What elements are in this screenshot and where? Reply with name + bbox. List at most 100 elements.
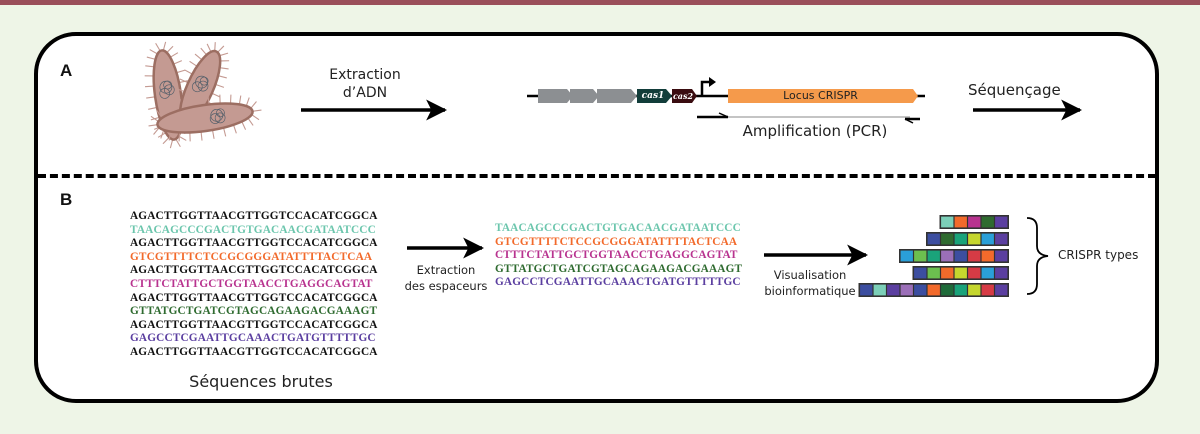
repeat-sequence: AGACTTGGTTAACGTTGGTCCACATCGGCA [130, 210, 378, 222]
gene-arrow-1 [538, 89, 573, 103]
crispr-cas-locus [527, 77, 925, 124]
cilium [169, 139, 174, 149]
amplification-label: Amplification (PCR) [742, 122, 888, 140]
repeat-sequence: AGACTTGGTTAACGTTGGTCCACATCGGCA [130, 264, 378, 277]
spacer-block [900, 284, 913, 296]
spacer-block [981, 216, 994, 228]
spacer-block [968, 284, 981, 296]
dna-extraction-line-1: Extraction [329, 67, 401, 83]
cilium [207, 95, 210, 105]
cilium [153, 127, 160, 135]
cilium [173, 102, 178, 112]
cilium [250, 101, 257, 109]
spacer-block [968, 233, 981, 245]
crispr-locus-bar [728, 89, 918, 103]
visualisation-line-1: Visualisation [773, 268, 847, 282]
cilium [175, 138, 181, 148]
cilium [238, 95, 242, 105]
spacer-block [941, 267, 954, 279]
cilium [214, 42, 216, 52]
cilium [223, 127, 227, 137]
cilium [144, 85, 155, 88]
spacer-sequence: GTTATGCTGATCGTAGCAGAAGACGAAAGT [495, 262, 743, 275]
spacer-block [873, 284, 886, 296]
repeat-sequence: AGACTTGGTTAACGTTGGTCCACATCGGCA [130, 345, 378, 358]
spacer-sequence: GTCGTTTTCTCCGCGGGATATTTTACTCAA [495, 235, 738, 248]
sequencing-label: Séquençage [968, 81, 1061, 99]
cilium [220, 60, 230, 62]
cas1-gene [637, 89, 672, 103]
crispr-array-row [858, 283, 1009, 297]
cilium [163, 106, 169, 115]
cilium [148, 124, 158, 127]
spacer-block [968, 267, 981, 279]
spacer-block [968, 250, 981, 262]
cilium [232, 124, 237, 134]
spacer-block [981, 250, 994, 262]
spacer-block [914, 267, 927, 279]
cilium [173, 60, 183, 65]
spacer-block [927, 267, 940, 279]
gene-arrow-2 [570, 89, 599, 103]
spacer-block [981, 233, 994, 245]
spacer-block [941, 250, 954, 262]
cilium [169, 52, 179, 58]
cilium [175, 88, 185, 93]
cilium [179, 78, 189, 84]
crispr-array-row [899, 249, 1009, 263]
cilium [184, 69, 193, 75]
cilium [155, 42, 161, 52]
cilium [206, 43, 212, 53]
spacer-block [914, 284, 927, 296]
spacer-extraction-line-2: des espaceurs [404, 279, 488, 293]
cilium [148, 106, 158, 110]
cilium [219, 94, 221, 104]
cilium [166, 45, 174, 54]
spacer-block [954, 284, 967, 296]
cilium [219, 67, 229, 70]
spacer-block [941, 233, 954, 245]
crispr-array-row [926, 232, 1009, 246]
cilium [247, 117, 254, 126]
cas1-label: cas1 [641, 91, 665, 101]
cilium [178, 132, 181, 142]
dna-extraction-line-2: d’ADN [342, 85, 388, 101]
spacer-block [954, 233, 967, 245]
spacer-block [927, 233, 940, 245]
bacterium-3 [148, 94, 262, 142]
spacer-block [927, 284, 940, 296]
spacer-block [995, 284, 1008, 296]
spacer-sequence: GTTATGCTGATCGTAGCAGAAGACGAAAGT [130, 305, 378, 318]
spacer-extraction-label: Extraction des espaceurs [400, 262, 492, 294]
cilium [150, 115, 159, 122]
raw-sequences-caption: Séquences brutes [189, 372, 333, 391]
visualisation-line-2: bioinformatique [764, 284, 856, 298]
crispr-array-row [939, 215, 1009, 229]
cilium [217, 75, 227, 79]
spacer-block [968, 216, 981, 228]
crispr-arrays [858, 215, 1009, 297]
spacer-block [941, 284, 954, 296]
cilium [144, 75, 154, 77]
spacer-sequence: TAACAGCCCGACTGTGACAACGATAATCCC [495, 222, 741, 234]
spacer-block [860, 284, 873, 296]
cilium [252, 109, 262, 112]
spacer-sequence: TAACAGCCCGACTGTGACAACGATAATCCC [130, 223, 376, 236]
cilium [195, 97, 199, 107]
cilium [189, 60, 198, 67]
cilium [245, 97, 250, 107]
cilium [194, 53, 203, 61]
cilium [156, 110, 163, 119]
spacer-block [981, 284, 994, 296]
cilium [251, 114, 260, 121]
cilium [200, 131, 203, 141]
cilium [241, 121, 247, 130]
cilium [146, 56, 156, 60]
spacer-sequence: GTCGTTTTCTCCGCGGGATATTTTACTCAA [130, 250, 373, 263]
spacer-block [941, 216, 954, 228]
cas2-gene [672, 89, 697, 103]
cilium [219, 52, 229, 57]
spacer-block [900, 250, 913, 262]
